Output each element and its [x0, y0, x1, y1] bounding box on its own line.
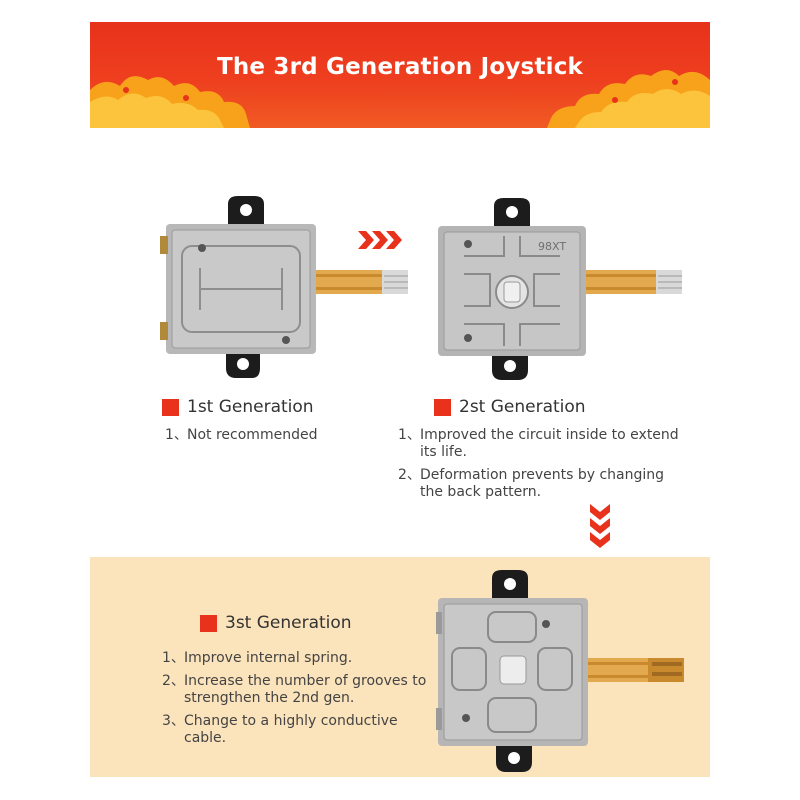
- gen3-list: 1、Improve internal spring. 2、Increase th…: [162, 650, 432, 753]
- gen1-heading-label: 1st Generation: [187, 397, 314, 417]
- gen1-joystick-image: [160, 196, 408, 378]
- arrow-right-icon: [358, 231, 402, 249]
- list-item: 1、Not recommended: [165, 427, 318, 443]
- gen2-stamp: 98XT: [538, 240, 566, 253]
- gen1-heading: 1st Generation: [162, 397, 314, 417]
- red-square-bullet: [200, 614, 217, 632]
- gen2-joystick-image: 98XT: [438, 198, 682, 380]
- cloud-left-decoration: [90, 76, 250, 128]
- list-item: 2、Deformation prevents by changing the b…: [398, 467, 665, 500]
- gen2-heading-label: 2st Generation: [459, 397, 586, 417]
- gen2-heading: 2st Generation: [434, 397, 586, 417]
- cloud-right-decoration: [547, 70, 710, 128]
- gen1-list: 1、Not recommended: [165, 427, 365, 450]
- list-item: 2、Increase the number of grooves to stre…: [162, 673, 427, 706]
- gen3-heading: 3st Generation: [200, 613, 352, 633]
- red-square-bullet: [162, 398, 179, 416]
- gen3-heading-label: 3st Generation: [225, 613, 352, 633]
- gen2-list: 1、Improved the circuit inside to extend …: [398, 427, 688, 507]
- gen3-joystick-image: [436, 570, 684, 772]
- list-item: 1、Improve internal spring.: [162, 650, 353, 666]
- list-item: 1、Improved the circuit inside to extend …: [398, 427, 679, 460]
- title-banner: The 3rd Generation Joystick: [90, 22, 710, 128]
- arrow-down-icon: [590, 504, 610, 548]
- page-title: The 3rd Generation Joystick: [216, 54, 584, 80]
- red-square-bullet: [434, 398, 451, 416]
- list-item: 3、Change to a highly conductive cable.: [162, 713, 398, 746]
